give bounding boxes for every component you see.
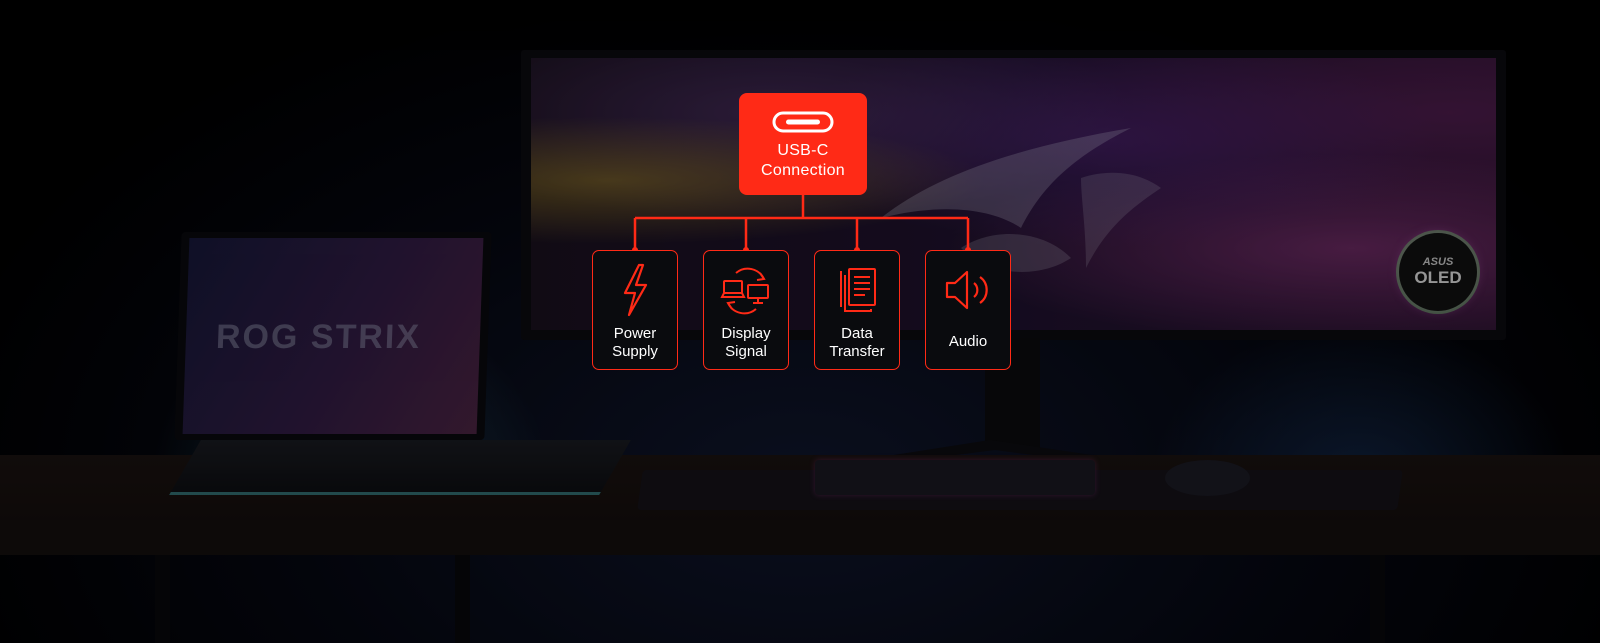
asus-oled-badge: ASUS OLED xyxy=(1399,233,1477,311)
monitor: ASUS OLED xyxy=(521,50,1506,340)
monitor-screen: ASUS OLED xyxy=(531,58,1496,330)
node-label-line2: Supply xyxy=(612,343,658,360)
badge-text: OLED xyxy=(1414,268,1462,287)
documents-icon xyxy=(840,268,876,312)
desk-leg xyxy=(455,555,470,643)
node-label-line2: Transfer xyxy=(829,343,885,360)
desk-leg xyxy=(155,555,170,643)
speaker-icon xyxy=(945,270,988,310)
lightning-bolt-icon xyxy=(623,263,648,317)
usb-c-connection-node: USB-C Connection xyxy=(739,93,867,195)
desk-leg xyxy=(1370,555,1385,643)
display-sync-icon xyxy=(720,267,769,315)
usb-c-port-icon xyxy=(772,111,834,133)
node-label-line1: Power xyxy=(613,325,657,342)
root-label-line2: Connection xyxy=(761,162,845,179)
keyboard xyxy=(815,460,1095,495)
node-label-line1: Audio xyxy=(948,333,988,350)
node-label-line1: Data xyxy=(841,325,873,342)
mouse xyxy=(1165,460,1250,496)
node-audio: Audio xyxy=(925,250,1011,370)
top-shadow xyxy=(0,0,1600,50)
ambient-glow-right xyxy=(1150,320,1570,480)
root-label-line1: USB-C xyxy=(777,142,829,159)
desk-edge xyxy=(0,520,1600,555)
badge-brand: ASUS xyxy=(1422,256,1454,268)
node-data-transfer: Data Transfer xyxy=(814,250,900,370)
rog-eye-logo xyxy=(881,128,1161,272)
node-power-supply: Power Supply xyxy=(592,250,678,370)
node-display-signal: Display Signal xyxy=(703,250,789,370)
node-label-line2: Signal xyxy=(725,343,767,360)
node-label-line1: Display xyxy=(721,325,771,342)
